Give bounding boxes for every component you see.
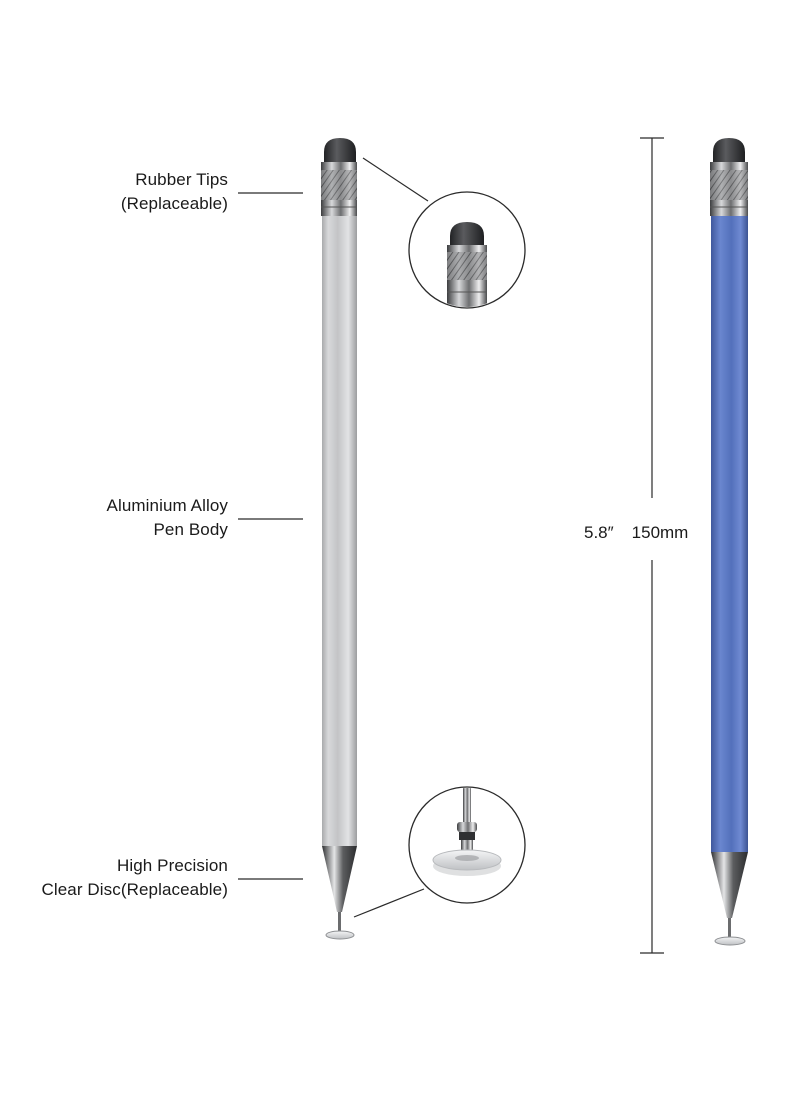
clear-disc-label: High Precision Clear Disc(Replaceable) xyxy=(41,854,228,902)
blue-stylus xyxy=(710,138,748,946)
silver-stylus xyxy=(321,138,357,940)
rubber-tips-label: Rubber Tips (Replaceable) xyxy=(121,168,228,216)
dimension-marker xyxy=(640,137,664,954)
pen-body-line2: Pen Body xyxy=(153,520,228,539)
leader-lines xyxy=(238,157,429,918)
pen-body-label: Aluminium Alloy Pen Body xyxy=(107,494,229,542)
length-inches: 5.8″ xyxy=(584,523,614,542)
magnified-rubber-tip-icon xyxy=(408,191,526,309)
magnified-clear-disc-icon xyxy=(408,786,526,904)
length-dimension-label: 5.8″ 150mm xyxy=(584,521,688,545)
length-millimeters: 150mm xyxy=(631,523,689,542)
pen-body-line1: Aluminium Alloy xyxy=(106,496,228,515)
rubber-tips-line1: Rubber Tips xyxy=(135,170,228,189)
clear-disc-line1: High Precision xyxy=(116,856,228,875)
rubber-tips-line2: (Replaceable) xyxy=(120,194,228,213)
clear-disc-line2: Clear Disc(Replaceable) xyxy=(41,880,228,899)
